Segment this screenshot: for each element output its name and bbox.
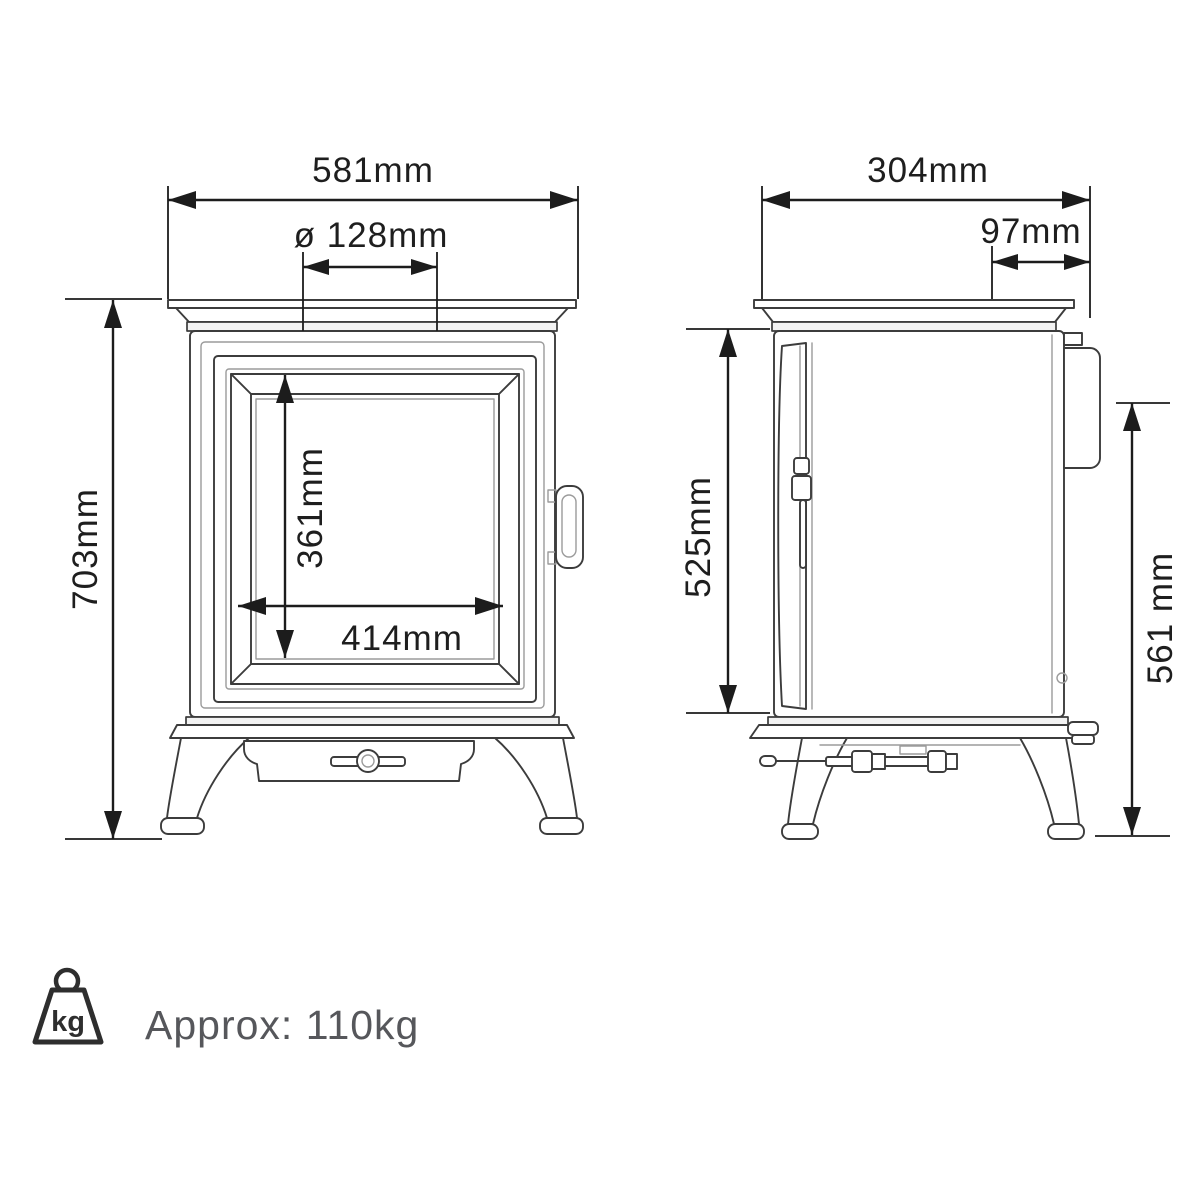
front-base-slab bbox=[169, 724, 575, 739]
riddling-handle bbox=[759, 755, 777, 767]
side-top-band bbox=[771, 321, 1057, 332]
kg-weight-icon: kg bbox=[32, 967, 104, 1045]
front-door-frame-inner bbox=[225, 368, 525, 690]
side-door-edge bbox=[777, 342, 813, 710]
front-top-slab bbox=[167, 299, 577, 309]
side-back-detail bbox=[1056, 672, 1068, 684]
front-top-molding bbox=[175, 307, 569, 323]
front-top-band bbox=[186, 321, 558, 332]
side-view-drawing bbox=[749, 299, 1101, 840]
weight-note: kg Approx: 110kg bbox=[32, 967, 419, 1048]
label-flue-diameter: ø 128mm bbox=[294, 216, 449, 255]
label-front-height: 703mm bbox=[66, 488, 105, 610]
kg-icon-label: kg bbox=[51, 1006, 85, 1038]
rear-base-bracket bbox=[1067, 721, 1099, 745]
riddling-linkage bbox=[759, 744, 1021, 773]
door-latch-rod bbox=[799, 499, 807, 569]
dim-glass-height: 361mm bbox=[276, 375, 330, 658]
label-door-height: 525mm bbox=[679, 476, 718, 598]
dim-side-depth: 304mm bbox=[761, 151, 1091, 318]
front-door-frame bbox=[213, 355, 537, 703]
side-base-band bbox=[767, 716, 1069, 726]
front-bevel-corners bbox=[230, 373, 520, 685]
side-dimensions: 304mm 97mm 525mm 561 mm bbox=[679, 151, 1180, 837]
label-flue-offset: 97mm bbox=[980, 212, 1081, 251]
label-rear-height: 561 mm bbox=[1141, 552, 1180, 684]
front-glass-inner-line bbox=[255, 398, 495, 660]
front-legs bbox=[160, 737, 584, 835]
front-body-inner-line bbox=[200, 341, 545, 709]
dim-front-overall-height: 703mm bbox=[65, 298, 162, 840]
flue-collar bbox=[1063, 332, 1101, 469]
side-body bbox=[773, 330, 1065, 718]
dim-front-door-height: 525mm bbox=[679, 328, 770, 714]
front-bevel-outer bbox=[230, 373, 520, 685]
front-dimensions: 581mm ø 128mm 703mm 361mm bbox=[65, 151, 579, 840]
dim-glass-width: 414mm bbox=[238, 597, 503, 658]
ash-pan bbox=[243, 740, 475, 782]
side-top-slab bbox=[753, 299, 1075, 309]
label-glass-height: 361mm bbox=[291, 447, 330, 569]
label-side-depth: 304mm bbox=[867, 151, 989, 190]
side-base-slab bbox=[749, 724, 1087, 739]
dim-flue-offset: 97mm bbox=[980, 212, 1090, 299]
door-handle bbox=[547, 485, 584, 569]
front-glass bbox=[250, 393, 500, 665]
label-front-width: 581mm bbox=[312, 151, 434, 190]
ash-pan-knob bbox=[356, 749, 380, 773]
label-glass-width: 414mm bbox=[341, 619, 463, 658]
dim-flue-diameter: ø 128mm bbox=[294, 216, 449, 331]
door-latch bbox=[793, 457, 810, 475]
weight-text: Approx: 110kg bbox=[145, 1002, 419, 1048]
front-view-drawing bbox=[160, 299, 584, 835]
front-base-band bbox=[185, 716, 560, 726]
dim-front-overall-width: 581mm bbox=[167, 151, 579, 299]
side-top-molding bbox=[761, 307, 1067, 323]
dim-rear-height: 561 mm bbox=[1095, 402, 1180, 837]
